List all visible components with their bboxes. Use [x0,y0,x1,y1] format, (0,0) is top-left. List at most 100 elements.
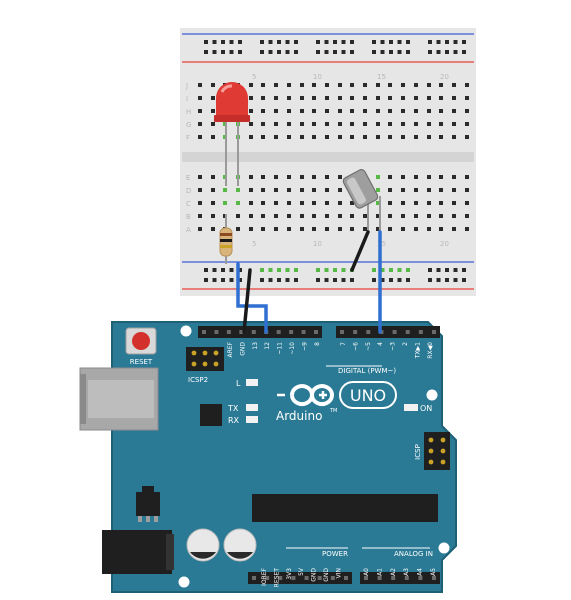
header-pin [202,350,208,356]
breadboard-hole [249,175,253,179]
breadboard-hole [363,109,367,113]
rail-hole [268,40,273,44]
row-letters-bottom: E D C B A [186,174,191,234]
breadboard-hole [198,83,202,87]
breadboard-hole [261,227,265,231]
power-jack-body [102,530,172,574]
breadboard-hole [325,201,329,205]
breadboard-hole [338,227,342,231]
rail-hole [221,50,225,54]
header-hole [265,576,270,580]
rail-hole [389,278,393,282]
header-pin [213,350,219,356]
rail-hole [204,50,208,54]
breadboard-hole [274,109,278,113]
breadboard-hole [376,214,380,218]
header-pin [191,361,197,367]
rail-hole [436,40,441,44]
breadboard-hole [439,122,443,126]
breadboard-hole [465,188,469,192]
digital-header-right [336,326,440,338]
breadboard-hole [452,175,456,179]
breadboard-hole [465,109,469,113]
rail-hole [277,40,281,44]
center-channel [182,152,474,162]
breadboard-hole [249,227,253,231]
rail-hole [294,50,298,54]
header-hole [252,576,256,580]
capacitor-stripe [227,552,253,559]
breadboard-hole [465,83,469,87]
pin-label: 12 [264,342,271,350]
breadboard-hole [376,135,380,139]
rail-hole [333,50,337,54]
rail-hole [204,278,208,282]
header-hole [239,330,244,334]
breadboard-hole [465,135,469,139]
breadboard-hole [325,96,329,100]
breadboard-hole [312,122,316,126]
breadboard-hole [261,201,265,205]
row-letter: D [186,187,191,195]
power-header-holes [252,576,348,580]
breadboard-hole [376,227,380,231]
breadboard-hole [325,135,329,139]
breadboard-hole [261,135,265,139]
rail-hole [333,278,337,282]
rail-hole [406,40,410,44]
breadboard-hole [211,135,215,139]
breadboard-hole [249,109,253,113]
header-pin [213,361,219,367]
breadboard-hole [312,214,316,218]
icsp2-header: ICSP2 [186,347,224,384]
breadboard-hole [312,96,316,100]
rail-hole [238,268,242,272]
breadboard-hole [287,135,291,139]
breadboard-hole [363,227,367,231]
breadboard-hole [274,135,278,139]
pin-label: TX▶1 [414,342,421,359]
breadboard-hole [198,109,202,113]
rail-hole [462,278,466,282]
rail-hole [445,40,449,44]
rail-hole [389,40,393,44]
breadboard-hole [376,201,380,205]
breadboard-hole [439,175,443,179]
digital-header-holes [202,330,436,334]
breadboard-hole [401,135,405,139]
reset-label: RESET [130,358,153,366]
breadboard-hole [439,109,443,113]
rail-hole [212,40,217,44]
led-highlight [220,84,233,93]
resistor [219,214,233,264]
breadboard-hole [388,109,392,113]
header-hole [289,330,294,334]
breadboard-hole [401,109,405,113]
analog-header-body [360,572,440,584]
breadboard-hole [325,83,329,87]
breadboard-hole [363,96,367,100]
header-hole [214,330,219,334]
rail-hole [285,50,290,54]
breadboard-hole [465,122,469,126]
rail-hole [277,50,281,54]
rail-hole [389,268,393,272]
header-pin [428,437,434,443]
led [214,82,250,186]
breadboard-hole [274,175,278,179]
header-hole [377,576,382,580]
breadboard-hole [338,201,342,205]
header-hole [202,330,206,334]
rail-hole [428,278,432,282]
header-hole [405,330,410,334]
rail-hole [229,50,234,54]
breadboard-hole [211,83,215,87]
power-jack [102,530,174,574]
breadboard-hole [211,109,215,113]
pin-label: A1 [376,568,383,576]
regulator-pin [154,516,158,522]
breadboard-hole [465,201,469,205]
